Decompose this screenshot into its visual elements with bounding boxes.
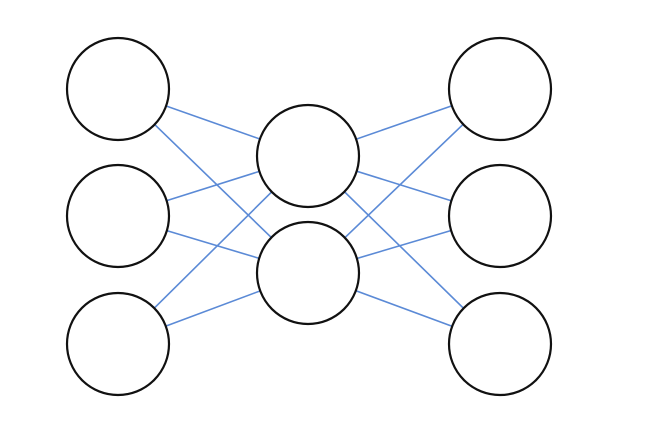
node-right-r3 xyxy=(447,291,553,397)
node-right-r1 xyxy=(447,36,553,142)
nodes-layer xyxy=(65,36,553,397)
node-middle-m1 xyxy=(255,103,361,209)
node-left-l2 xyxy=(65,163,171,269)
node-right-r2 xyxy=(447,163,553,269)
node-left-l3 xyxy=(65,291,171,397)
node-left-l1 xyxy=(65,36,171,142)
node-middle-m2 xyxy=(255,220,361,326)
